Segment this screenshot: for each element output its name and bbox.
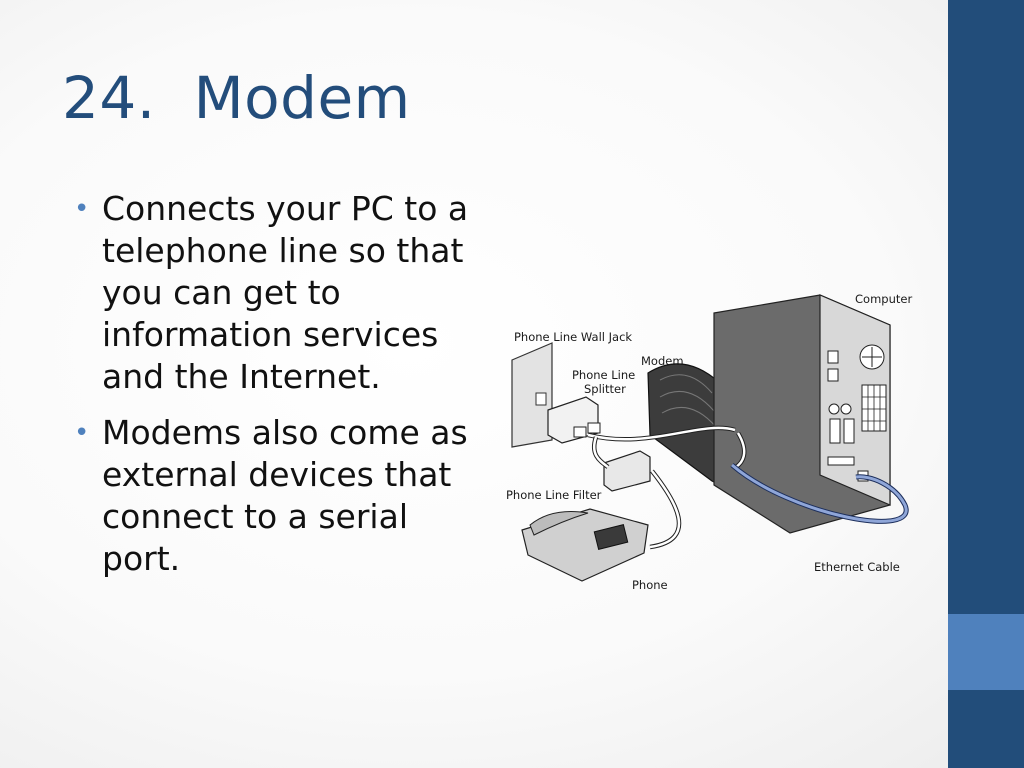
- bullet-text: Modems also come as external devices tha…: [102, 413, 468, 578]
- label-computer: Computer: [855, 292, 912, 306]
- bullet-icon: •: [74, 194, 90, 224]
- label-splitter-line2: Splitter: [584, 382, 626, 396]
- phone-line-filter-illustration: [603, 450, 651, 492]
- label-ethernet: Ethernet Cable: [814, 560, 900, 574]
- phone-line-splitter-illustration: [547, 396, 601, 444]
- label-phone: Phone: [632, 578, 668, 592]
- label-wall-jack: Phone Line Wall Jack: [514, 330, 632, 344]
- label-splitter-line1: Phone Line: [572, 368, 635, 382]
- slide-title: 24. Modem: [62, 64, 411, 132]
- bullet-icon: •: [74, 418, 90, 448]
- wall-jack-illustration: [511, 342, 553, 448]
- bullet-text: Connects your PC to a telephone line so …: [102, 189, 469, 396]
- computer-tower-illustration: [713, 294, 891, 534]
- bullet-list: • Connects your PC to a telephone line s…: [74, 188, 474, 594]
- bullet-item: • Connects your PC to a telephone line s…: [74, 188, 474, 398]
- side-accent-block: [948, 614, 1024, 690]
- cables: [587, 425, 909, 550]
- modem-connection-diagram: Computer Phone Line Wall Jack Modem Phon…: [506, 292, 912, 592]
- label-modem: Modem: [641, 354, 684, 368]
- label-filter: Phone Line Filter: [506, 488, 602, 502]
- phone-illustration: [521, 508, 649, 582]
- bullet-item: • Modems also come as external devices t…: [74, 412, 474, 580]
